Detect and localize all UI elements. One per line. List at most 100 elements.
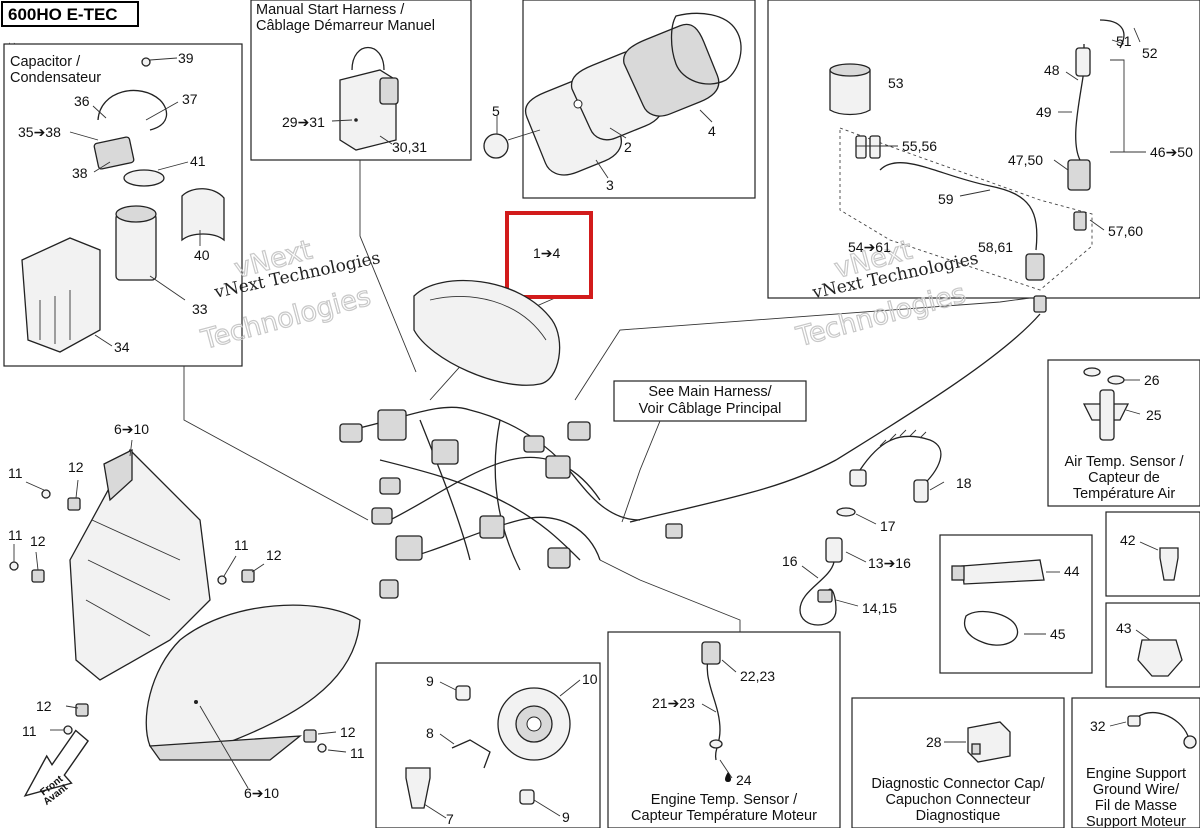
label-41: 41	[190, 153, 206, 169]
label-4: 4	[708, 123, 716, 139]
caption-diag-cap-1: Diagnostic Connector Cap/	[871, 776, 1045, 792]
caption-diag-cap-3: Diagnostique	[916, 808, 1001, 824]
label-6-10-top: 6➔10	[114, 421, 149, 437]
diag-cap-part	[967, 721, 1011, 763]
capacitor-parts	[21, 57, 225, 353]
caption-manual-start-2: Câblage Démarreur Manuel	[256, 18, 435, 34]
label-22-23: 22,23	[740, 668, 775, 684]
diag-cap-frame	[851, 697, 1065, 828]
caption-engine-temp-1: Engine Temp. Sensor /	[651, 792, 798, 808]
label-34: 34	[114, 339, 130, 355]
bulb-parts	[405, 685, 571, 809]
diagram-title: 600HO E-TEC	[8, 5, 118, 24]
label-26: 26	[1144, 372, 1160, 388]
label-58-61: 58,61	[978, 239, 1013, 255]
part-labels: 39 37 36 35➔38 38 41 40 33 34 29➔31 30,3…	[8, 33, 1193, 827]
caption-ground-1: Engine Support	[1086, 766, 1186, 782]
air-temp-parts	[1082, 367, 1130, 441]
caption-manual-start-1: Manual Start Harness /	[256, 2, 405, 18]
ground-wire-part	[1127, 711, 1197, 749]
label-9-a: 9	[426, 673, 434, 689]
label-51: 51	[1116, 33, 1132, 49]
label-43: 43	[1116, 620, 1132, 636]
label-14-15: 14,15	[862, 600, 897, 616]
label-17: 17	[880, 518, 896, 534]
main-harness-callout	[613, 380, 807, 422]
caption-air-temp-3: Température Air	[1073, 486, 1176, 502]
highlight-box	[505, 211, 593, 299]
label-7: 7	[446, 811, 454, 827]
label-42: 42	[1120, 532, 1136, 548]
label-44: 44	[1064, 563, 1080, 579]
caption-air-temp-1: Air Temp. Sensor /	[1064, 454, 1184, 470]
tether-parts	[799, 429, 942, 626]
sealant-parts	[951, 559, 1045, 646]
label-36: 36	[74, 93, 90, 109]
label-11-e: 11	[350, 745, 365, 761]
label-52: 52	[1142, 45, 1158, 61]
label-12-c: 12	[266, 547, 282, 563]
label-29-31: 29➔31	[282, 114, 325, 130]
label-3: 3	[606, 177, 614, 193]
label-25: 25	[1146, 407, 1162, 423]
label-12-d: 12	[36, 698, 52, 714]
headlight-bulb-frame	[375, 662, 601, 828]
label-6-10-bottom: 6➔10	[244, 785, 279, 801]
speed-harness-parts	[629, 19, 1125, 523]
label-8: 8	[426, 725, 434, 741]
engine-temp-frame	[607, 631, 841, 828]
caption-air-temp-2: Capteur de	[1088, 470, 1160, 486]
fasteners	[9, 489, 327, 753]
label-24: 24	[736, 772, 752, 788]
label-21-23: 21➔23	[652, 695, 695, 711]
label-18: 18	[956, 475, 972, 491]
caption-capacitor-1: Capacitor /	[10, 54, 81, 70]
label-57-60: 57,60	[1108, 223, 1143, 239]
label-37: 37	[182, 91, 198, 107]
label-35-38: 35➔38	[18, 124, 61, 140]
front-arrow: Front Avant	[23, 729, 89, 808]
label-13-16: 13➔16	[868, 555, 911, 571]
label-12-e: 12	[340, 724, 356, 740]
label-10: 10	[582, 671, 598, 687]
label-53: 53	[888, 75, 904, 91]
label-2: 2	[624, 139, 632, 155]
label-45: 45	[1050, 626, 1066, 642]
caption-diag-cap-2: Capuchon Connecteur	[885, 792, 1030, 808]
caption-main-harness-2: Voir Câblage Principal	[639, 401, 782, 417]
label-9-b: 9	[562, 809, 570, 825]
label-49: 49	[1036, 104, 1052, 120]
label-48: 48	[1044, 62, 1060, 78]
caption-main-harness-1: See Main Harness/	[648, 384, 772, 400]
label-28: 28	[926, 734, 942, 750]
caption-capacitor-2: Condensateur	[10, 70, 101, 86]
label-5: 5	[492, 103, 500, 119]
clip-part	[1137, 639, 1183, 677]
label-40: 40	[194, 247, 210, 263]
part42-frame	[1105, 511, 1200, 597]
label-11-d: 11	[22, 723, 37, 739]
manual-start-parts	[339, 46, 399, 151]
label-39: 39	[178, 50, 194, 66]
label-59: 59	[938, 191, 954, 207]
title-box	[1, 1, 139, 27]
label-11-b: 11	[8, 527, 23, 543]
caption-ground-2: Ground Wire/	[1093, 782, 1180, 798]
label-38: 38	[72, 165, 88, 181]
rivet-part	[1159, 547, 1179, 581]
label-32: 32	[1090, 718, 1106, 734]
label-55-56: 55,56	[902, 138, 937, 154]
highlight-label: 1➔4	[533, 245, 561, 261]
headlight-parts	[69, 448, 361, 761]
gauge-parts	[483, 12, 742, 176]
sealant-frame	[939, 534, 1093, 674]
label-12-b: 12	[30, 533, 46, 549]
label-12-a: 12	[68, 459, 84, 475]
label-33: 33	[192, 301, 208, 317]
label-11-a: 11	[8, 465, 23, 481]
label-46-50: 46➔50	[1150, 144, 1193, 160]
label-16: 16	[782, 553, 798, 569]
caption-ground-4: Support Moteur	[1086, 814, 1186, 828]
label-11-c: 11	[234, 537, 249, 553]
